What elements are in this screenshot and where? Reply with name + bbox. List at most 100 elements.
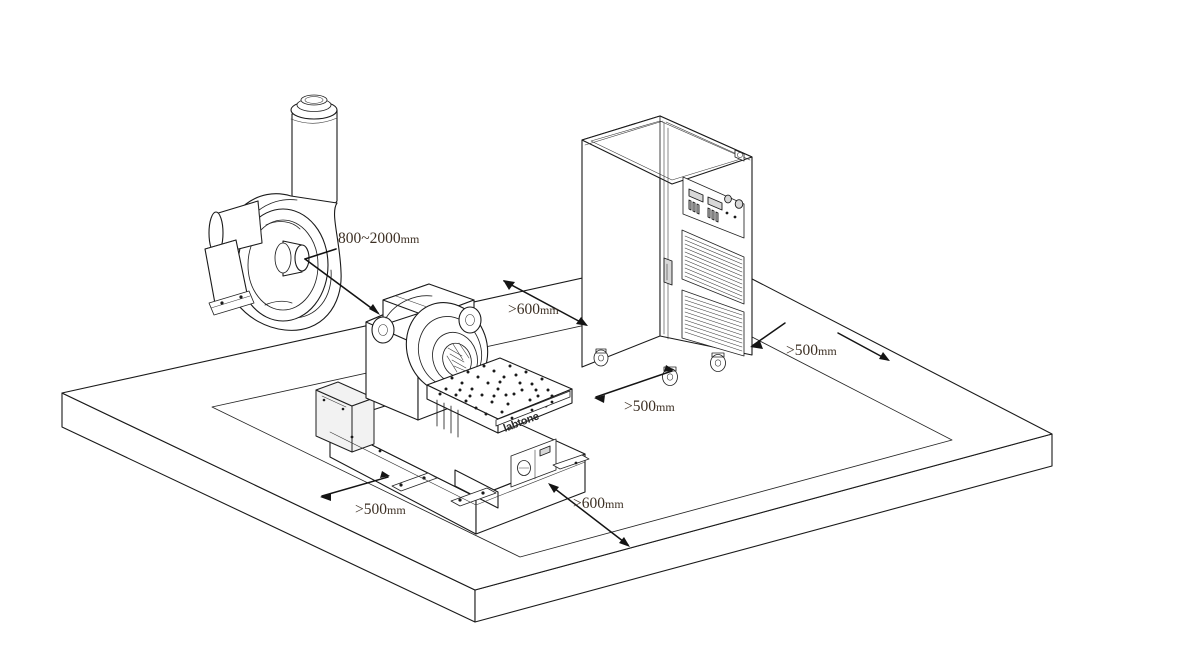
- control-panel-plate: [682, 176, 745, 239]
- cabinet-rear-arrow-end: [576, 317, 588, 326]
- shaker-front-line: [549, 484, 629, 546]
- shaker-side-box-bolt: [341, 407, 345, 411]
- control-cabinet: [581, 115, 753, 386]
- floor-slab: [61, 251, 1053, 623]
- connector-panel[interactable]: [510, 438, 557, 488]
- door-handle-body: [663, 257, 673, 286]
- trunnion-pivot-right-hub: [465, 314, 475, 326]
- lower-vent-grille: [681, 289, 745, 357]
- base-bolt: [574, 461, 578, 465]
- blower-vane-arc-bottom: [264, 300, 293, 306]
- panel-knob-left[interactable]: [724, 194, 732, 204]
- dim-label-shaker-front: >600mm: [573, 495, 624, 512]
- upper-vent-frame: [681, 229, 745, 305]
- shaker-side-box-bolt: [322, 398, 326, 402]
- cabinet-right-line-b: [837, 332, 889, 361]
- shaker-left-arrow-end: [380, 471, 390, 478]
- caster-front-left-bracket: [595, 348, 607, 354]
- dim-label-cabinet-rear: >600mm: [508, 301, 559, 318]
- shaker-front-arrow-start: [619, 537, 630, 547]
- dimension-annotations: 800~2000mm >600mm >500mm: [304, 230, 890, 547]
- panel-display-2: [707, 196, 723, 211]
- dim-label-shaker-left: >500mm: [355, 501, 406, 518]
- panel-knob-right[interactable]: [734, 199, 744, 209]
- dim-cabinet-rear: >600mm: [503, 280, 588, 326]
- blower-base-plate-edge: [210, 295, 251, 309]
- clearance-outline: [211, 302, 953, 558]
- cabinet-top-rail-left: [584, 120, 664, 146]
- caster-front-left-hub: [598, 354, 604, 362]
- armature-spokes: [446, 342, 470, 373]
- dim-label-cabinet-right: >500mm: [786, 342, 837, 359]
- panel-indicator-bar: [707, 207, 711, 219]
- shaker-side-box-detail: [321, 395, 347, 408]
- lower-vent-louvers: [684, 295, 743, 352]
- base-frame-seam: [329, 431, 477, 506]
- cabinet-rear-arrow-start: [503, 280, 515, 290]
- upper-vent-louvers: [684, 235, 743, 301]
- table-rail-bolt: [550, 400, 554, 404]
- shaker-left-arrow-start: [320, 493, 331, 501]
- panel-led: [733, 215, 737, 219]
- panel-display-1: [688, 188, 704, 203]
- anchor-bolt: [458, 498, 462, 502]
- anchor-foot-right: [552, 454, 590, 470]
- lower-vent-frame: [681, 289, 745, 357]
- panel-indicator-bar: [696, 203, 700, 215]
- blower-unit: [204, 94, 342, 331]
- caster-right-bracket: [711, 352, 725, 358]
- trunnion-yoke-arm: [385, 295, 433, 319]
- blower-hub-end: [274, 242, 292, 274]
- base-frame-seam-right: [475, 461, 586, 506]
- panel-indicator-bar: [715, 211, 719, 223]
- cabinet-right-arrow-end: [879, 352, 890, 361]
- panel-indicator-bar: [688, 199, 692, 211]
- shaker-gap-arrow-start: [594, 395, 605, 403]
- blower-base-plate: [208, 290, 255, 316]
- connector-socket: [517, 460, 531, 476]
- dim-label-blower-height: 800~2000mm: [338, 230, 420, 247]
- blower-vane-arc-top: [265, 221, 301, 230]
- caster-front-left: [593, 349, 609, 367]
- base-bolt: [350, 435, 354, 439]
- blower-base-bolt: [220, 301, 224, 305]
- anchor-foot-front: [450, 487, 497, 507]
- upper-vent-grille: [681, 229, 745, 305]
- blower-inlet-seam: [257, 201, 263, 243]
- caster-center-bracket: [663, 366, 677, 372]
- anchor-foot-left: [391, 472, 438, 492]
- blower-base-bolt: [239, 295, 243, 299]
- shaker-gap-arrow-end: [664, 365, 674, 372]
- shaker-left-line: [321, 476, 389, 497]
- panel-indicator-bar: [692, 201, 696, 213]
- shaker-side-box-right: [351, 397, 375, 453]
- slip-table-rail: [495, 390, 571, 427]
- anchor-bolt: [399, 483, 403, 487]
- cabinet-casters: [593, 348, 726, 386]
- caster-right-hub: [714, 359, 722, 367]
- blower-leader-line-2: [304, 258, 379, 314]
- blower-fan-disc-inner: [247, 219, 319, 311]
- panel-indicator-bar: [711, 209, 715, 221]
- blower-duct-bore: [304, 96, 324, 104]
- cabinet-rear-line: [503, 280, 587, 326]
- connector-switch: [539, 445, 551, 457]
- cabinet-right-arrow-start: [750, 341, 763, 349]
- trunnion-pivot-left-hub: [378, 324, 388, 336]
- slab-top-face: [61, 251, 1053, 591]
- caster-center-hub: [666, 373, 674, 381]
- blower-duct-rim-line: [290, 117, 338, 124]
- blower-leader-arrowhead: [369, 304, 380, 315]
- table-rail-bolt: [510, 416, 514, 420]
- dim-label-shaker-cabinet-gap: >500mm: [624, 398, 675, 415]
- control-panel[interactable]: [682, 176, 745, 239]
- door-handle[interactable]: [663, 257, 673, 286]
- cabinet-top-eyelet: [737, 152, 743, 158]
- trunnion-pivot-left: [371, 316, 395, 344]
- base-bolt: [378, 449, 382, 453]
- cabinet-right-line-a: [751, 322, 786, 347]
- dim-shaker-cabinet-gap: >500mm: [594, 365, 675, 415]
- dim-shaker-left: >500mm: [320, 471, 406, 518]
